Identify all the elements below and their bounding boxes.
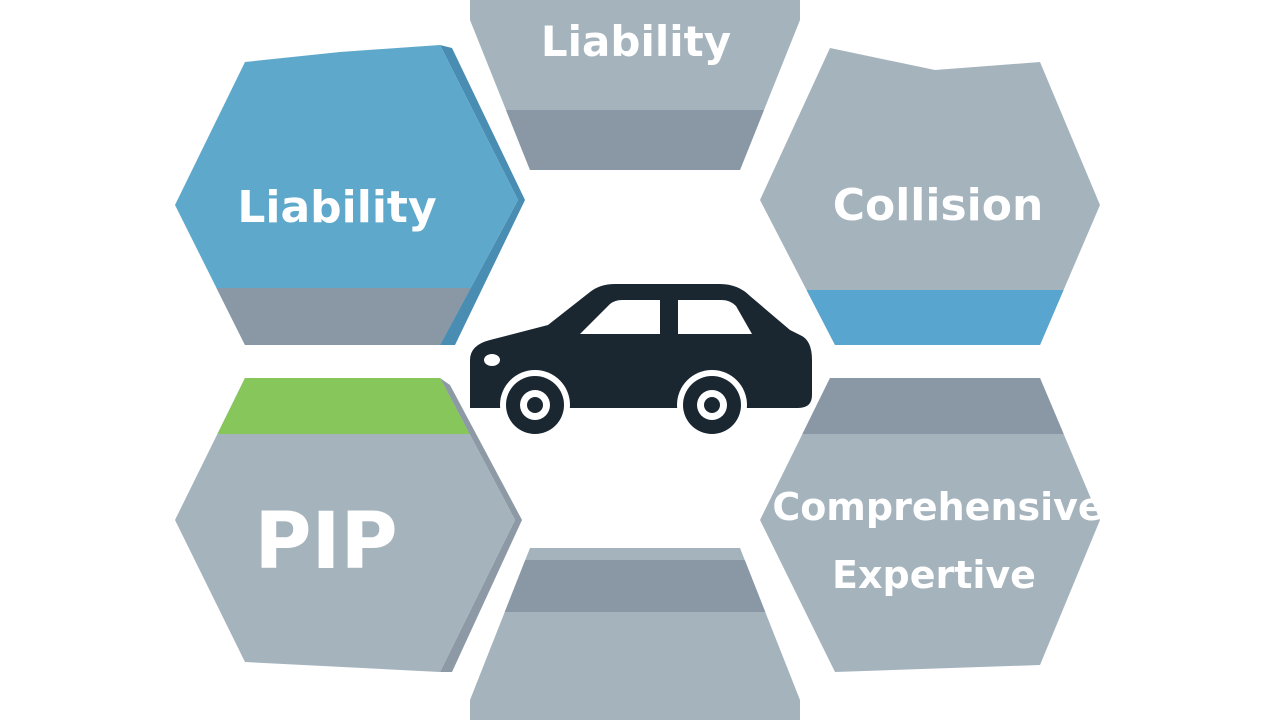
hex-tile-bottom (470, 548, 800, 720)
tile-label-top-right: Collision (833, 180, 1044, 231)
hex-tile-top-left: Liability (175, 45, 525, 345)
car-icon (470, 284, 812, 440)
tile-label-bottom-left: PIP (254, 497, 397, 587)
car-wheel-rear (677, 370, 747, 440)
tile-label-top-left: Liability (237, 182, 436, 233)
tile-band-bottom (470, 560, 800, 612)
tile-band-top-right (760, 290, 1100, 345)
hex-tile-bottom-right: Comprehensive Expertive (760, 378, 1104, 672)
car-window-rear (678, 300, 752, 334)
car-window-front (580, 300, 660, 334)
tile-band-top (470, 110, 800, 170)
hex-tile-bottom-left: PIP (175, 378, 522, 672)
hex-tile-top-right: Collision (760, 48, 1100, 345)
tile-label-top: Liability (541, 17, 731, 66)
tile-label-bottom-right-line2: Expertive (832, 553, 1036, 597)
tile-label-bottom-right-line1: Comprehensive (772, 485, 1103, 529)
hex-tile-top: Liability (470, 0, 800, 170)
car-wheel-front (500, 370, 570, 440)
